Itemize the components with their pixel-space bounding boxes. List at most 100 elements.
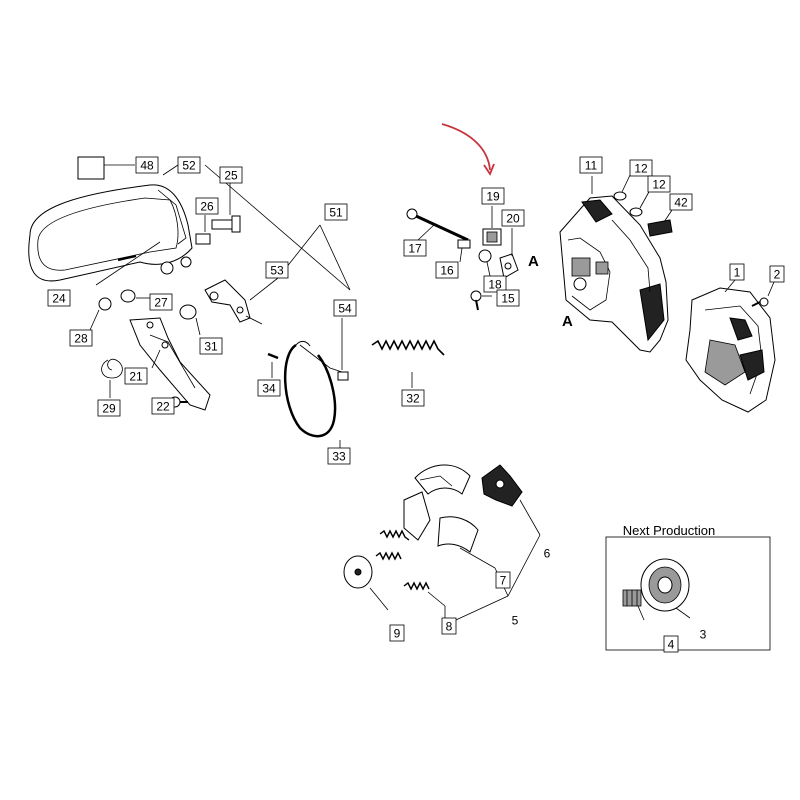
label-box-p48 xyxy=(135,156,159,174)
part-label-p11: 11 xyxy=(585,159,598,173)
part-label-p15: 15 xyxy=(501,292,515,306)
part-label-p48: 48 xyxy=(140,159,154,173)
bushing-31 xyxy=(179,304,197,320)
part-label-p12a: 12 xyxy=(634,162,648,176)
part-label-p8: 8 xyxy=(446,620,453,634)
part-label-p9: 9 xyxy=(394,627,401,641)
part-label-p12b: 12 xyxy=(652,178,666,192)
label-box-p21 xyxy=(124,367,148,385)
part-label-p2: 2 xyxy=(774,268,781,282)
part-label-p16: 16 xyxy=(440,264,454,278)
label-box-p28 xyxy=(69,329,93,347)
part-label-p29: 29 xyxy=(102,402,116,416)
label-box-p31 xyxy=(199,337,223,355)
clutch-shoes-7 xyxy=(403,464,479,553)
label-box-p51 xyxy=(324,203,348,221)
label-box-p20 xyxy=(501,209,525,227)
highlight-arrow xyxy=(441,123,491,171)
spring-32 xyxy=(371,339,445,356)
brake-lever-21 xyxy=(129,317,211,411)
label-box-p11 xyxy=(579,156,603,174)
decal-42 xyxy=(647,219,673,237)
part-label-p18: 18 xyxy=(488,278,502,292)
label-box-p2 xyxy=(769,265,785,283)
part-label-p21: 21 xyxy=(129,370,143,384)
part-label-p6: 6 xyxy=(544,547,551,561)
label-box-p12b xyxy=(647,175,671,193)
crankcase-11 xyxy=(559,195,669,353)
pin-16 xyxy=(457,239,471,249)
label-box-p33 xyxy=(327,447,351,465)
link-plate-53 xyxy=(204,279,263,325)
label-box-p53 xyxy=(265,261,289,279)
label-box-p29 xyxy=(97,399,121,417)
part-label-p52: 52 xyxy=(182,159,196,173)
label-box-p52 xyxy=(177,156,201,174)
part-label-p42: 42 xyxy=(674,196,688,210)
label-box-p32 xyxy=(401,389,425,407)
sprocket-drum-3 xyxy=(640,558,690,612)
washer-18 xyxy=(478,249,492,263)
part-label-p17: 17 xyxy=(408,242,422,256)
part-label-p4: 4 xyxy=(668,638,675,652)
washer-9 xyxy=(343,555,373,589)
part-label-p32: 32 xyxy=(406,392,420,406)
nut-19 xyxy=(482,228,502,246)
springs-8 xyxy=(375,529,430,591)
adjusting-screw-17 xyxy=(406,208,469,242)
needle-bearing-4 xyxy=(622,589,642,607)
part-label-p22: 22 xyxy=(156,400,170,414)
part-label-p3: 3 xyxy=(700,628,707,642)
part-label-p28: 28 xyxy=(74,332,88,346)
label-box-p34 xyxy=(257,379,281,397)
label-box-p17 xyxy=(403,239,427,257)
part-label-p7: 7 xyxy=(500,574,507,588)
screw-15 xyxy=(470,290,482,311)
nut-26 xyxy=(195,233,211,245)
label-box-p18 xyxy=(483,275,507,293)
part-label-p19: 19 xyxy=(486,190,500,204)
washer-12a xyxy=(613,191,627,201)
plate-20 xyxy=(499,253,519,279)
clutch-hub-6 xyxy=(481,464,523,507)
guide-bar-cover xyxy=(28,184,193,282)
washer-12b xyxy=(629,207,643,217)
spring-29 xyxy=(101,358,123,379)
label-box-p12a xyxy=(629,159,653,177)
label-box-p7 xyxy=(495,571,511,589)
label-box-p42 xyxy=(669,193,693,211)
label-box-p26 xyxy=(195,197,219,215)
decal-48 xyxy=(77,156,105,180)
label-box-p22 xyxy=(151,397,175,415)
label-box-p54 xyxy=(333,299,357,317)
inset-title: Next Production xyxy=(623,523,716,538)
label-box-p8 xyxy=(441,617,457,635)
part-label-p54: 54 xyxy=(338,302,352,316)
part-label-p51: 51 xyxy=(329,206,343,220)
part-label-p33: 33 xyxy=(332,450,346,464)
screw-2 xyxy=(751,297,769,307)
marker-a2: A xyxy=(562,313,573,330)
label-box-p4 xyxy=(663,635,679,653)
nut-27 xyxy=(120,289,136,303)
label-box-p25 xyxy=(219,166,243,184)
label-box-p9 xyxy=(389,624,405,642)
label-box-p15 xyxy=(496,289,520,307)
part-label-p31: 31 xyxy=(204,340,218,354)
part-label-p27: 27 xyxy=(154,296,168,310)
clutch-cover-1 xyxy=(685,287,776,413)
label-box-p16 xyxy=(435,261,459,279)
brake-band-33 xyxy=(284,340,349,438)
nut-28 xyxy=(98,297,112,311)
part-label-p25: 25 xyxy=(224,169,238,183)
label-box-p27 xyxy=(149,293,173,311)
part-label-p26: 26 xyxy=(200,200,214,214)
part-label-p24: 24 xyxy=(52,292,66,306)
label-box-p1 xyxy=(729,263,745,281)
bolt-25 xyxy=(211,215,241,233)
marker-a1: A xyxy=(528,253,539,270)
label-box-p19 xyxy=(481,187,505,205)
label-box-p24 xyxy=(47,289,71,307)
